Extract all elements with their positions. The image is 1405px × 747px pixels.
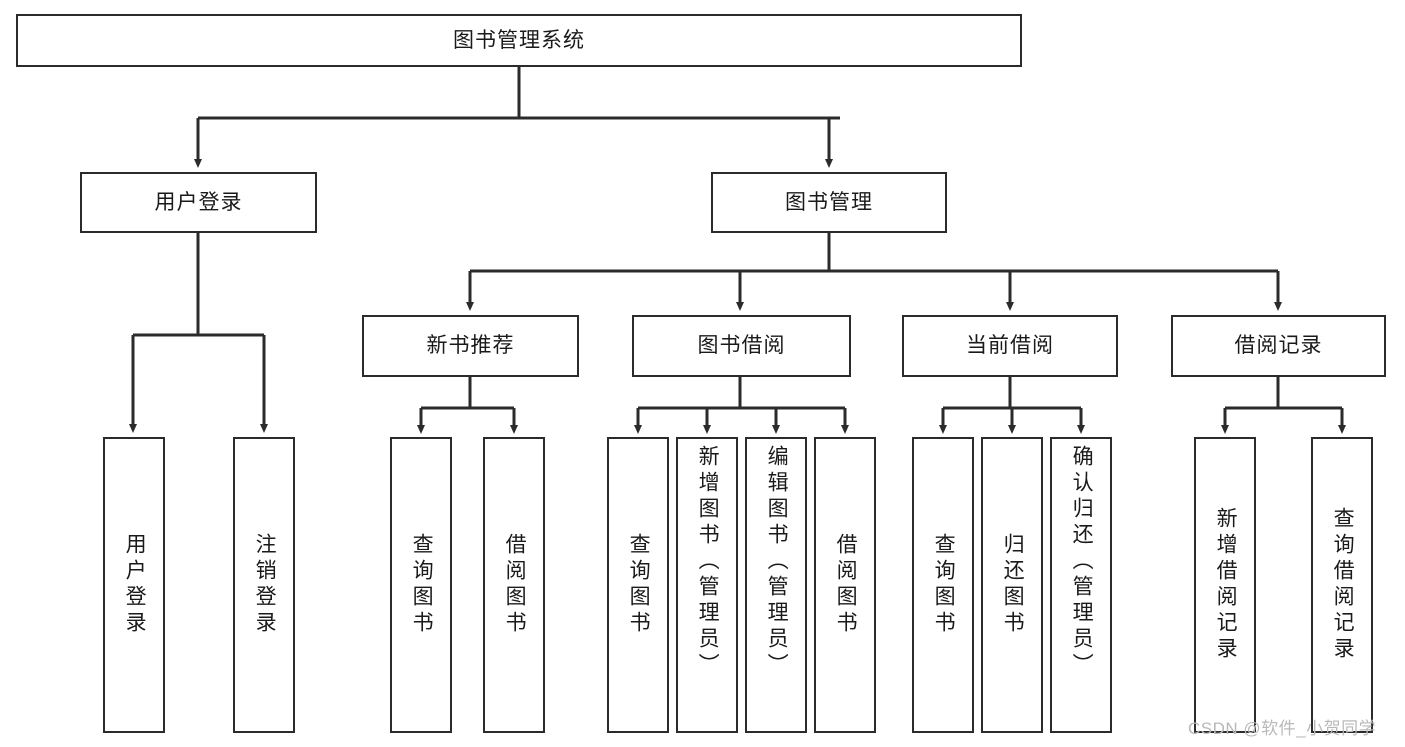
leaf-label: 用户登录 — [123, 533, 147, 637]
csdn-watermark: CSDN @软件_小贺同学 — [1188, 719, 1377, 738]
leaf-current-borrow-confirm-return[interactable]: 确认归还（管理员） — [1050, 437, 1112, 733]
leaf-current-borrow-return[interactable]: 归还图书 — [981, 437, 1043, 733]
node-book-management-label: 图书管理 — [785, 190, 873, 214]
leaf-label: 确认归还（管理员） — [1070, 445, 1094, 679]
node-user-login[interactable]: 用户登录 — [80, 172, 317, 233]
leaf-label: 借阅图书 — [834, 533, 858, 637]
leaf-user-login-signout[interactable]: 注销登录 — [233, 437, 295, 733]
node-borrow-record-label: 借阅记录 — [1234, 334, 1323, 358]
leaf-label: 归还图书 — [1001, 533, 1025, 637]
leaf-current-borrow-query[interactable]: 查询图书 — [912, 437, 974, 733]
leaf-book-borrow-borrow[interactable]: 借阅图书 — [814, 437, 876, 733]
leaf-label: 编辑图书（管理员） — [765, 445, 789, 679]
leaf-label: 查询图书 — [410, 533, 434, 637]
node-new-book-recommend[interactable]: 新书推荐 — [362, 315, 579, 377]
node-book-borrow[interactable]: 图书借阅 — [632, 315, 851, 377]
node-root-label: 图书管理系统 — [453, 28, 585, 52]
leaf-borrow-record-add[interactable]: 新增借阅记录 — [1194, 437, 1256, 733]
node-new-book-recommend-label: 新书推荐 — [426, 334, 515, 358]
node-borrow-record[interactable]: 借阅记录 — [1171, 315, 1386, 377]
leaf-label: 新增借阅记录 — [1214, 507, 1238, 663]
leaf-label: 注销登录 — [253, 533, 277, 637]
node-current-borrow[interactable]: 当前借阅 — [902, 315, 1118, 377]
leaf-borrow-record-query[interactable]: 查询借阅记录 — [1311, 437, 1373, 733]
leaf-new-book-borrow[interactable]: 借阅图书 — [483, 437, 545, 733]
leaf-book-borrow-edit[interactable]: 编辑图书（管理员） — [745, 437, 807, 733]
leaf-label: 新增图书（管理员） — [696, 445, 720, 679]
leaf-label: 借阅图书 — [503, 533, 527, 637]
node-current-borrow-label: 当前借阅 — [966, 334, 1054, 358]
leaf-label: 查询图书 — [932, 533, 956, 637]
leaf-label: 查询图书 — [627, 533, 651, 637]
node-book-management[interactable]: 图书管理 — [711, 172, 947, 233]
node-user-login-label: 用户登录 — [154, 190, 243, 214]
leaf-user-login-signin[interactable]: 用户登录 — [103, 437, 165, 733]
leaf-book-borrow-add[interactable]: 新增图书（管理员） — [676, 437, 738, 733]
leaf-book-borrow-query[interactable]: 查询图书 — [607, 437, 669, 733]
leaf-label: 查询借阅记录 — [1331, 507, 1355, 663]
node-root[interactable]: 图书管理系统 — [16, 14, 1022, 67]
node-book-borrow-label: 图书借阅 — [697, 334, 786, 358]
leaf-new-book-query[interactable]: 查询图书 — [390, 437, 452, 733]
